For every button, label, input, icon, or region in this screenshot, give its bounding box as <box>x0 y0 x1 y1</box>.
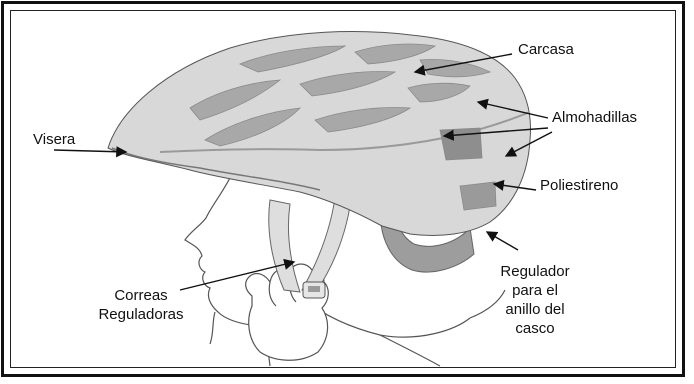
label-carcasa: Carcasa <box>518 40 574 59</box>
label-correas-reguladoras: Correas Reguladoras <box>86 286 196 324</box>
label-correas-line2: Reguladoras <box>86 305 196 324</box>
label-almohadillas: Almohadillas <box>552 108 637 127</box>
label-poliestireno: Poliestireno <box>540 176 618 195</box>
arrow-regulador <box>487 232 518 250</box>
strap-graphic <box>269 190 352 298</box>
label-regulador-anillo: Regulador para el anillo del casco <box>484 262 586 338</box>
label-regulador-line2: para el <box>484 281 586 300</box>
label-regulador-line3: anillo del <box>484 300 586 319</box>
label-correas-line1: Correas <box>86 286 196 305</box>
label-regulador-line1: Regulador <box>484 262 586 281</box>
label-visera: Visera <box>33 130 75 149</box>
label-regulador-line4: casco <box>484 319 586 338</box>
